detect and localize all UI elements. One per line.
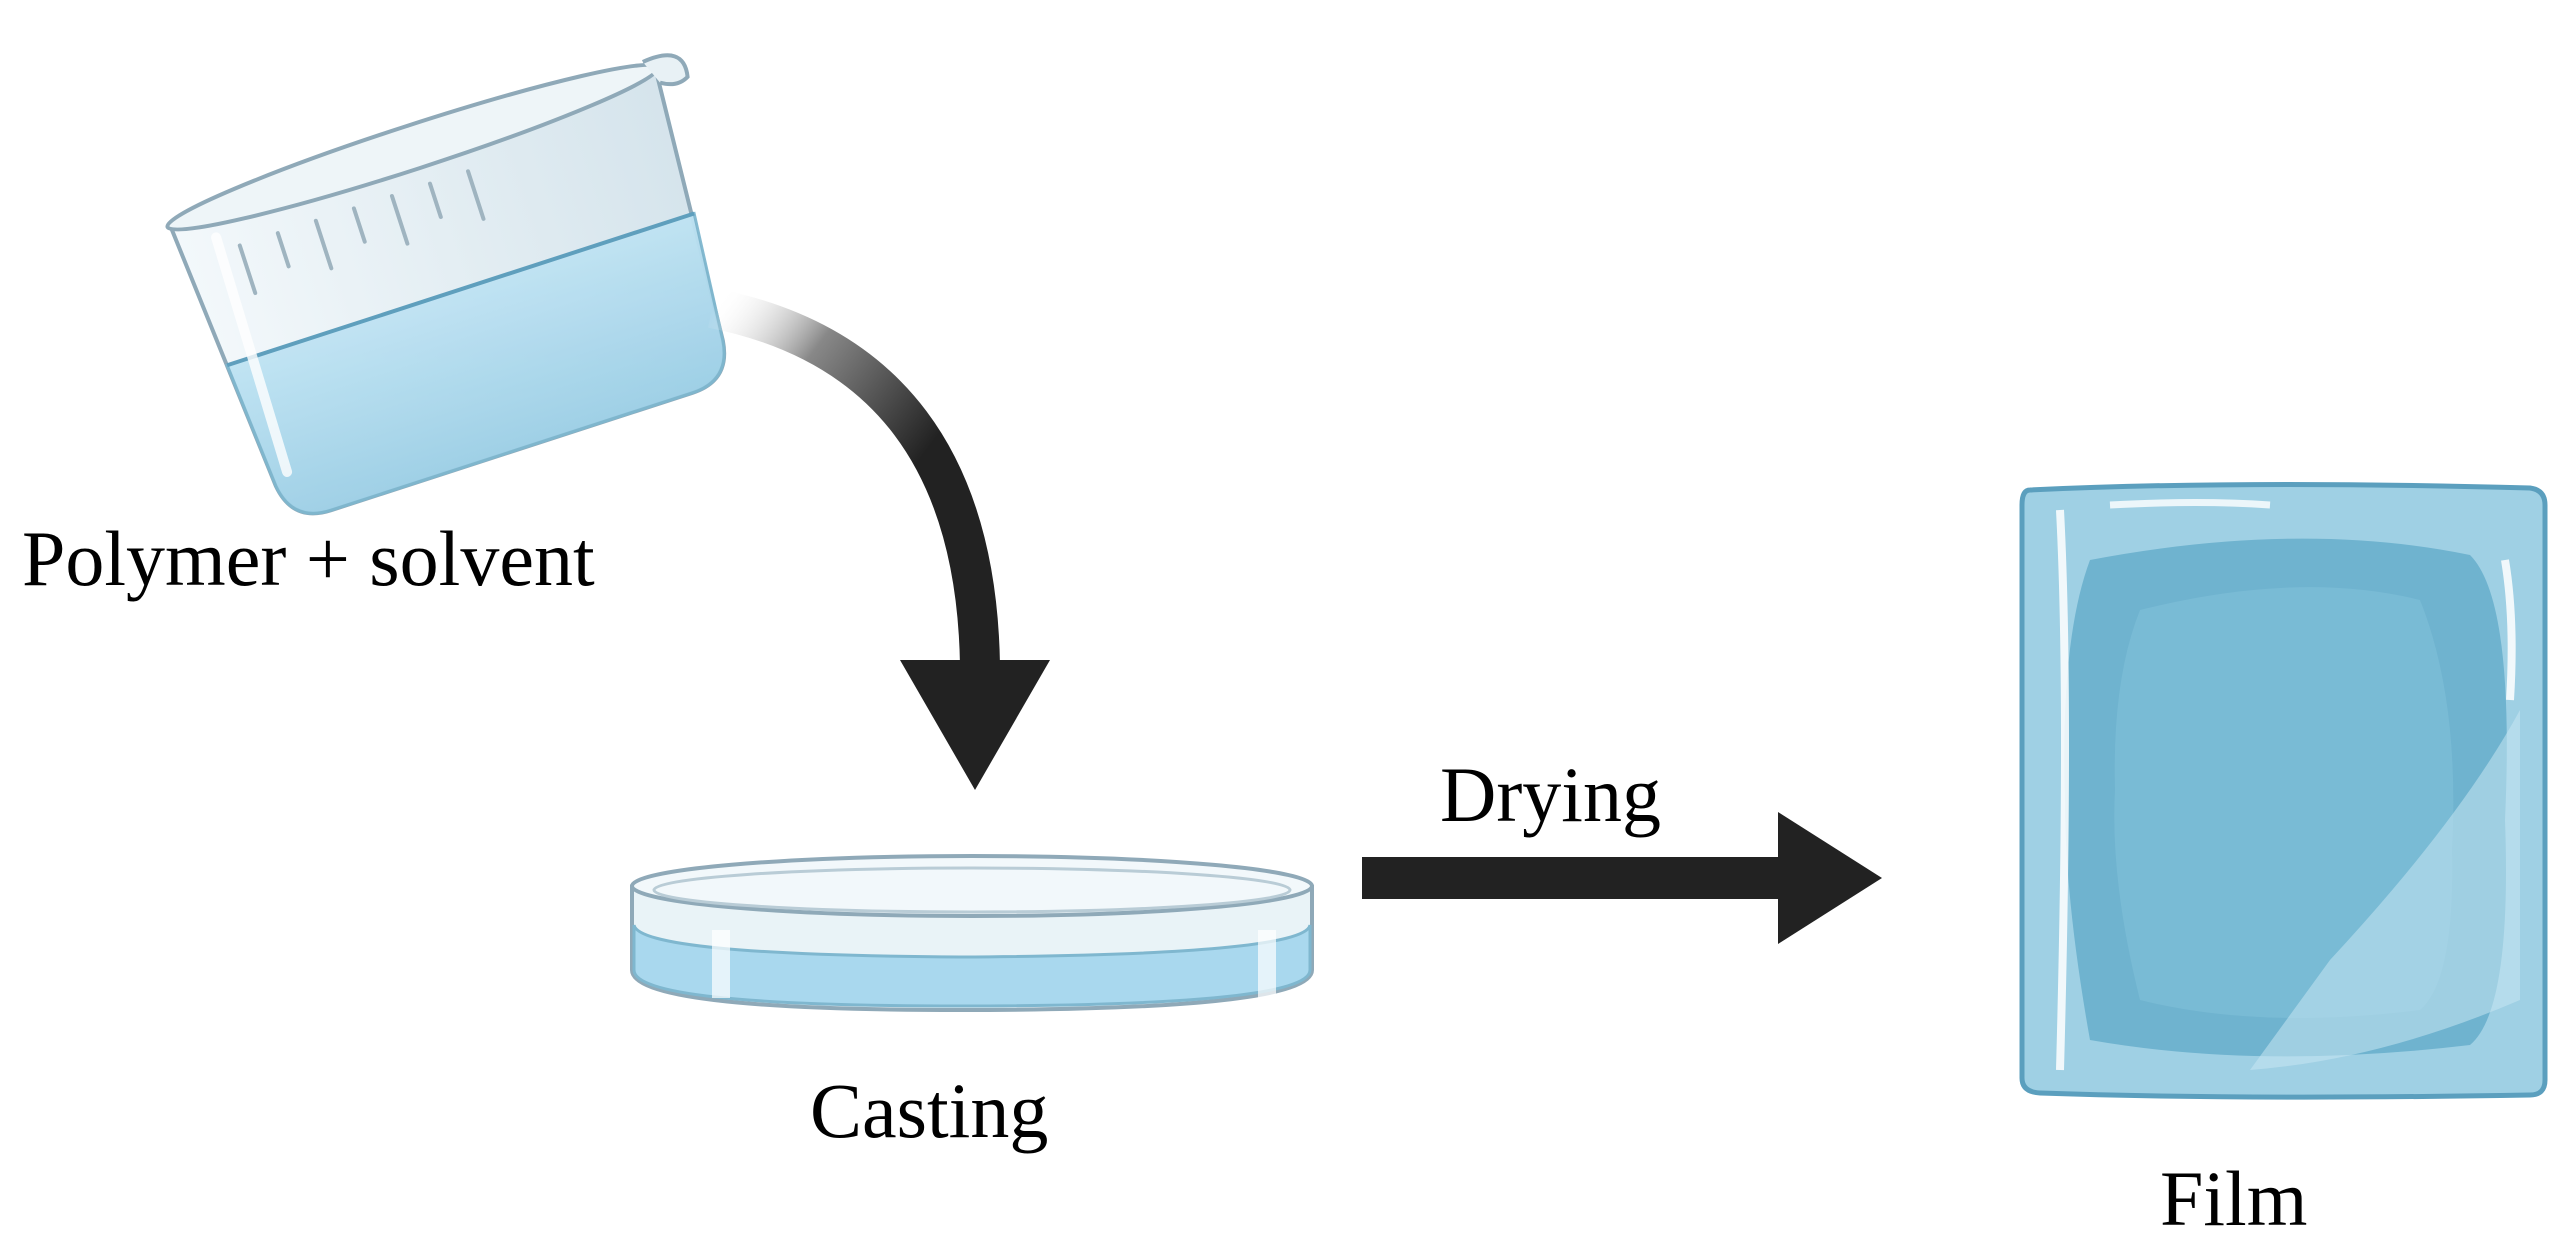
film-sheet-icon [2019,481,2548,1100]
drying-arrow [1362,812,1882,944]
beaker-icon [165,53,727,516]
polymer-solvent-label: Polymer + solvent [22,515,595,602]
pour-arrow [708,288,1050,790]
casting-label: Casting [810,1067,1049,1154]
petri-dish-icon [630,854,1314,1013]
drying-label: Drying [1440,751,1661,838]
film-label: Film [2160,1155,2308,1242]
